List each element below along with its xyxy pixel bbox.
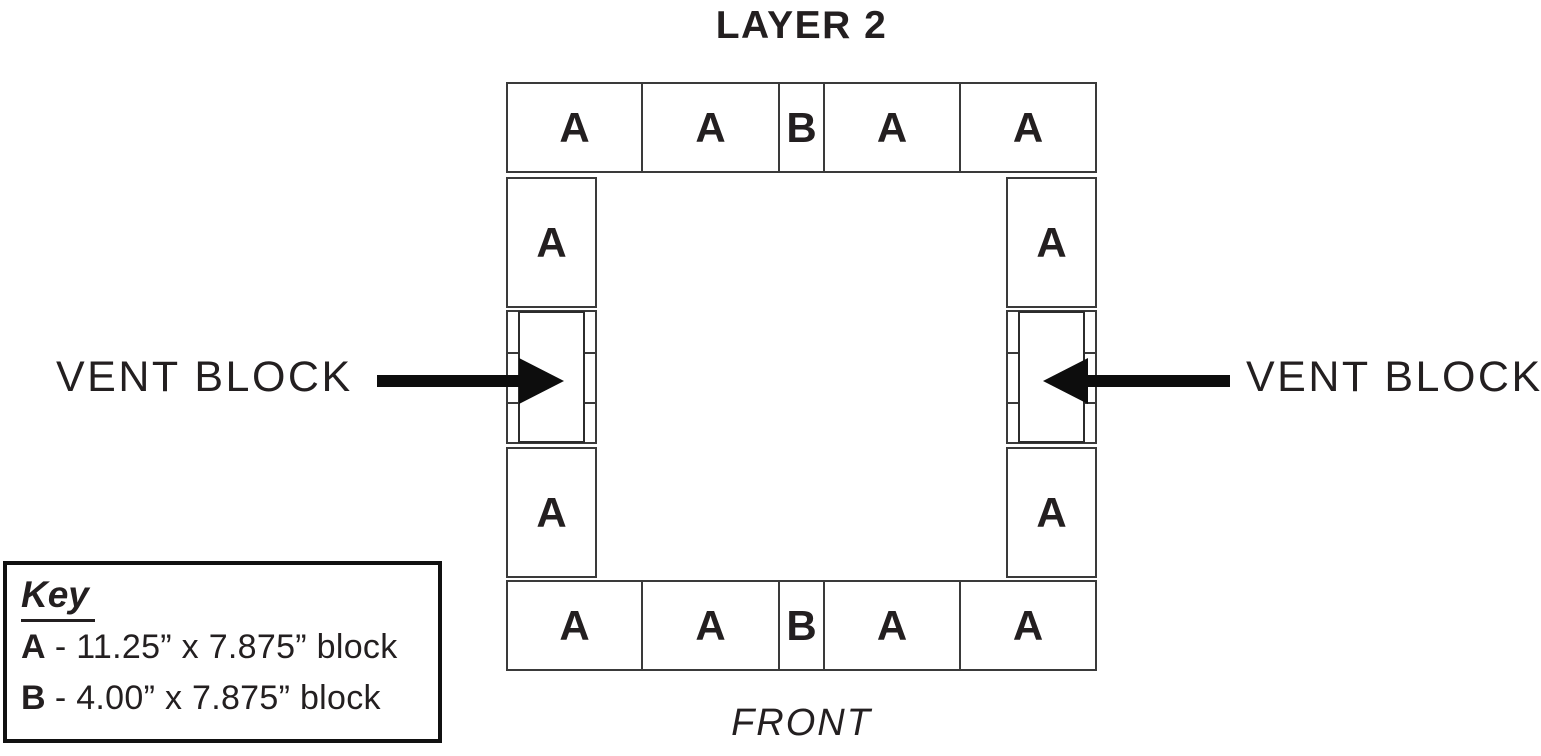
key-entry-desc: - 4.00” x 7.875” block (54, 678, 381, 717)
arrow-head (519, 358, 564, 404)
vent-notch (1008, 402, 1018, 404)
block-bottom-a-1: A (506, 580, 643, 671)
block-bottom-a-3: A (823, 580, 961, 671)
block-right-a-bottom: A (1006, 447, 1097, 578)
vent-notch (1085, 352, 1095, 354)
arrow-head (1043, 358, 1088, 404)
key-box: Key A- 11.25” x 7.875” block B- 4.00” x … (3, 561, 442, 743)
block-left-a-bottom: A (506, 447, 597, 578)
vent-notch (1085, 402, 1095, 404)
key-entry: A- 11.25” x 7.875” block (21, 622, 438, 673)
vent-notch (1008, 352, 1018, 354)
vent-notch (585, 402, 595, 404)
block-top-b: B (778, 82, 825, 173)
vent-notch (508, 352, 518, 354)
arrow-shaft (1087, 375, 1230, 387)
block-top-a-3: A (823, 82, 961, 173)
block-bottom-a-4: A (959, 580, 1097, 671)
key-entry-code: A (21, 627, 46, 666)
layer-title: LAYER 2 (715, 4, 888, 47)
block-right-a-top: A (1006, 177, 1097, 308)
key-entry: B- 4.00” x 7.875” block (21, 673, 438, 724)
block-bottom-b: B (778, 580, 825, 671)
front-label: FRONT (731, 702, 872, 744)
vent-notch (585, 352, 595, 354)
vent-notch (508, 402, 518, 404)
key-title: Key (21, 574, 95, 622)
key-entry-code: B (21, 678, 46, 717)
vent-block-label-left: VENT BLOCK (56, 353, 353, 401)
block-left-a-top: A (506, 177, 597, 308)
vent-block-label-right: VENT BLOCK (1246, 353, 1541, 401)
block-top-a-4: A (959, 82, 1097, 173)
arrow-shaft (377, 375, 520, 387)
block-bottom-a-2: A (641, 580, 780, 671)
block-top-a-2: A (641, 82, 780, 173)
block-top-a-1: A (506, 82, 643, 173)
key-entry-desc: - 11.25” x 7.875” block (54, 627, 398, 666)
